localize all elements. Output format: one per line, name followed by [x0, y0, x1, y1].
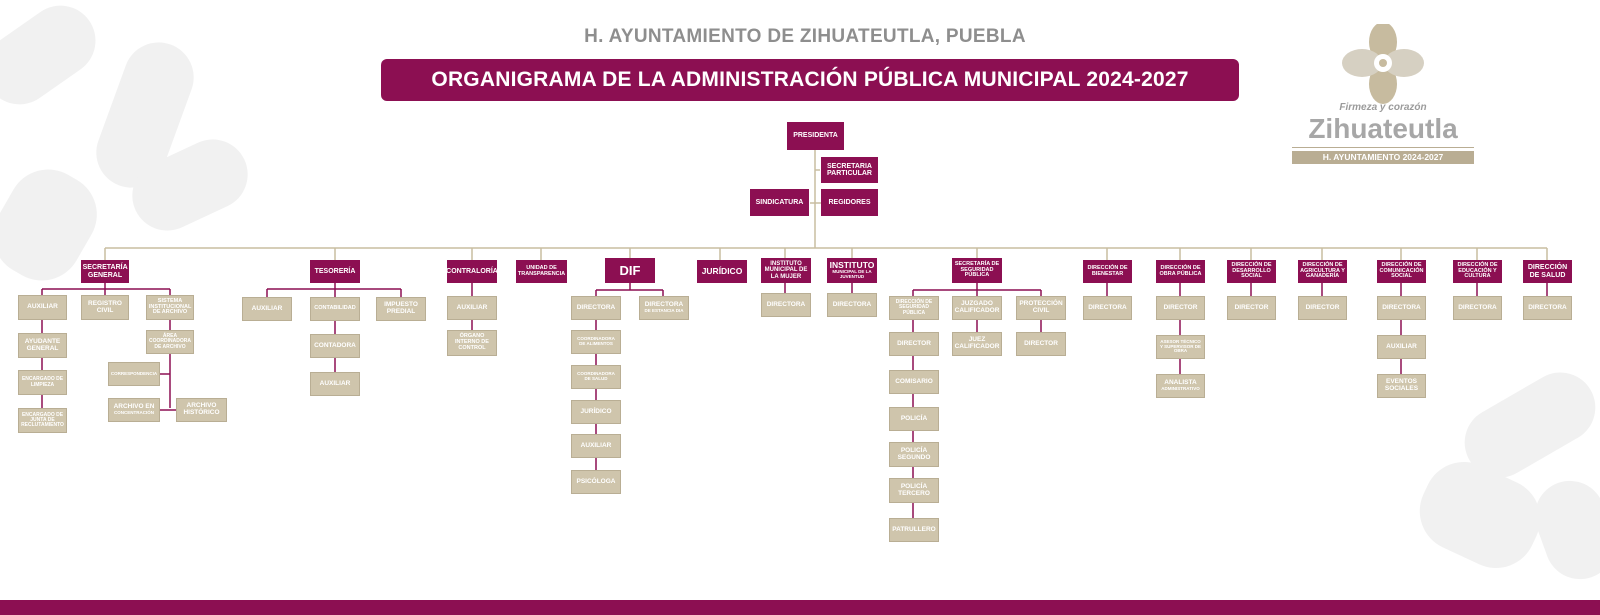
juridico-box: JURÍDICO — [697, 260, 747, 283]
direccion-desarrollo-box: DIRECCIÓN DE DESARROLLO SOCIAL — [1227, 260, 1276, 283]
direccion-seguridad-box: DIRECCIÓN DE SEGURIDAD PÚBLICA — [889, 296, 939, 320]
comunicacion-auxiliar-box: AUXILIAR — [1377, 335, 1426, 359]
eventos-sociales-box: EVENTOS SOCIALES — [1377, 374, 1426, 398]
instituto-juventud-sub: MUNICIPAL DE LA JUVENTUD — [832, 269, 872, 279]
bienestar-directora-box: DIRECTORA — [1083, 296, 1132, 320]
dif-juridico-box: JURÍDICO — [571, 400, 621, 424]
instituto-juventud-title: INSTITUTO — [829, 260, 875, 271]
tesoreria-box: TESORERÍA — [310, 260, 360, 283]
logo-motto: Firmeza y corazón — [1339, 102, 1427, 113]
contraloria-box: CONTRALORÍA — [446, 260, 498, 283]
presidenta-box: PRESIDENTA — [787, 122, 844, 150]
analista-box: ANALISTA ADMINISTRATIVO — [1156, 374, 1205, 398]
organo-interno-box: ÓRGANO INTERNO DE CONTROL — [447, 330, 497, 356]
patrullero-box: PATRULLERO — [889, 518, 939, 542]
directora-estancia-title: DIRECTORA — [644, 301, 684, 309]
comisario-box: COMISARIO — [889, 370, 939, 394]
analista-sub: ADMINISTRATIVO — [1161, 386, 1200, 392]
contadora-box: CONTADORA — [310, 334, 360, 358]
registro-civil-box: REGISTRO CIVIL — [81, 295, 129, 320]
coord-salud-box: COORDINADORA DE SALUD — [571, 365, 621, 389]
asesor-tecnico-box: ASESOR TÉCNICO Y SUPERVISOR DE OBRA — [1156, 335, 1205, 359]
logo-period: H. AYUNTAMIENTO 2024-2027 — [1292, 151, 1474, 164]
unidad-transparencia-box: UNIDAD DE TRANSPARENCIA — [516, 260, 567, 283]
logo-divider — [1292, 147, 1474, 148]
archivo-concentracion-sub: CONCENTRACIÓN — [114, 410, 154, 416]
policia-box: POLICÍA — [889, 407, 939, 431]
instituto-mujer-box: INSTITUTO MUNICIPAL DE LA MUJER — [761, 258, 811, 283]
correspondencia-box: CORRESPONDENCIA — [108, 362, 160, 386]
imj-directora-box: DIRECTORA — [827, 293, 877, 317]
directora-estancia-sub: DE ESTANCIA DIA — [644, 308, 684, 314]
imm-directora-box: DIRECTORA — [761, 293, 811, 317]
direccion-educacion-box: DIRECCIÓN DE EDUCACIÓN Y CULTURA — [1453, 260, 1502, 283]
ssp-director-box: DIRECTOR — [889, 332, 939, 356]
page-title: ORGANIGRAMA DE LA ADMINISTRACIÓN PÚBLICA… — [381, 59, 1239, 101]
area-archivo-box: ÁREA COORDINADORA DE ARCHIVO — [146, 330, 194, 354]
policia-segundo-box: POLICÍA SEGUNDO — [889, 442, 939, 467]
instituto-juventud-box: INSTITUTO MUNICIPAL DE LA JUVENTUD — [827, 258, 877, 283]
salud-directora-box: DIRECTORA — [1523, 296, 1572, 320]
policia-tercero-box: POLICÍA TERCERO — [889, 478, 939, 503]
direccion-agricultura-box: DIRECCIÓN DE AGRICULTURA Y GANADERÍA — [1298, 260, 1347, 283]
flower-emblem-icon — [1342, 24, 1424, 104]
juzgado-calificador-box: JUZGADO CALIFICADOR — [952, 296, 1002, 320]
impuesto-predial-box: IMPUESTO PREDIAL — [376, 297, 426, 321]
psicologa-box: PSICÓLOGA — [571, 470, 621, 494]
municipality-subtitle: H. AYUNTAMIENTO DE ZIHUATEUTLA, PUEBLA — [584, 26, 1026, 47]
sistema-archivo-box: SISTEMA INSTITUCIONAL DE ARCHIVO — [146, 295, 194, 320]
tes-auxiliar2-box: AUXILIAR — [310, 372, 360, 396]
logo-name: Zihuateutla — [1308, 113, 1458, 144]
directora-estancia-box: DIRECTORA DE ESTANCIA DIA — [639, 296, 689, 320]
dif-auxiliar-box: AUXILIAR — [571, 434, 621, 458]
direccion-salud-box: DIRECCIÓN DE SALUD — [1523, 260, 1572, 283]
sg-auxiliar-box: AUXILIAR — [18, 295, 67, 320]
regidores-box: REGIDORES — [821, 189, 878, 216]
seguridad-publica-box: SECRETARÍA DE SEGURIDAD PÚBLICA — [952, 258, 1002, 283]
proteccion-civil-box: PROTECCIÓN CIVIL — [1016, 296, 1066, 320]
secretaria-general-box: SECRETARÍA GENERAL — [81, 260, 129, 283]
direccion-comunicacion-box: DIRECCIÓN DE COMUNICACIÓN SOCIAL — [1377, 260, 1426, 283]
contabilidad-box: CONTABILIDAD — [310, 297, 360, 321]
tes-auxiliar-box: AUXILIAR — [242, 297, 292, 321]
direccion-bienestar-box: DIRECCIÓN DE BIENESTAR — [1083, 260, 1132, 283]
archivo-concentracion-title: ARCHIVO EN — [113, 403, 155, 411]
obra-director-box: DIRECTOR — [1156, 296, 1205, 320]
comunicacion-directora-box: DIRECTORA — [1377, 296, 1426, 320]
footer-bar — [0, 600, 1600, 615]
dif-box: DIF — [605, 258, 655, 283]
con-auxiliar-box: AUXILIAR — [447, 296, 497, 320]
agricultura-director-box: DIRECTOR — [1298, 296, 1347, 320]
juez-calificador-box: JUEZ CALIFICADOR — [952, 332, 1002, 356]
direccion-obra-box: DIRECCIÓN DE OBRA PÚBLICA — [1156, 260, 1205, 283]
sindicatura-box: SINDICATURA — [750, 189, 809, 216]
archivo-concentracion-box: ARCHIVO EN CONCENTRACIÓN — [108, 398, 160, 422]
pc-director-box: DIRECTOR — [1016, 332, 1066, 356]
educacion-directora-box: DIRECTORA — [1453, 296, 1502, 320]
desarrollo-director-box: DIRECTOR — [1227, 296, 1276, 320]
sg-junta-box: ENCARGADO DE JUNTA DE RECLUTAMIENTO — [18, 408, 67, 433]
archivo-historico-box: ARCHIVO HISTÓRICO — [176, 398, 227, 422]
coord-alimentos-box: COORDINADORA DE ALIMENTOS — [571, 330, 621, 354]
dif-directora-box: DIRECTORA — [571, 296, 621, 320]
municipal-logo: Firmeza y corazón Zihuateutla H. AYUNTAM… — [1288, 24, 1478, 164]
secretaria-particular-box: SECRETARIA PARTICULAR — [821, 157, 878, 183]
analista-title: ANALISTA — [1164, 379, 1197, 387]
sg-ayudante-box: AYUDANTE GENERAL — [18, 333, 67, 358]
sg-limpieza-box: ENCARGADO DE LIMPIEZA — [18, 370, 67, 395]
